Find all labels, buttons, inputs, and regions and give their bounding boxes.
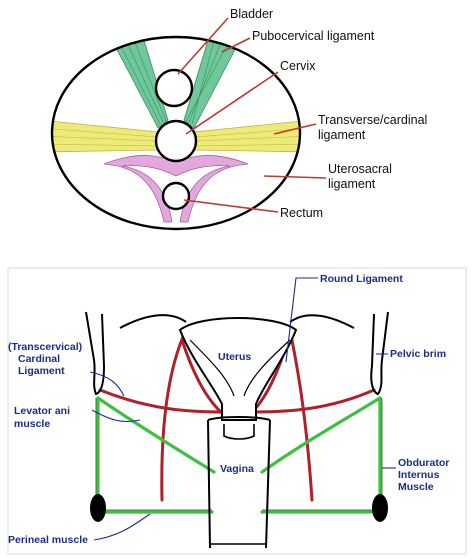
pelvic-floor-cross-section: Bladder Pubocervical ligament Cervix Tra… (50, 7, 427, 231)
levator-ani-label-line2: muscle (14, 418, 50, 430)
round-ligament-label: Round Ligament (320, 273, 403, 285)
uterine-cavity (189, 339, 291, 397)
rectum-label: Rectum (280, 206, 323, 220)
cervix-shape (223, 424, 255, 440)
vagina-walls (207, 416, 271, 549)
left-perineal-body (90, 494, 106, 522)
uterosacral-label-line2: ligament (328, 177, 376, 191)
perineal-muscle-label: Perineal muscle (8, 534, 88, 546)
bottom-leader-lines (89, 277, 396, 541)
vagina-label: Vagina (220, 463, 254, 475)
pelvic-support-diagram: Round Ligament (Transcervical) Cardinal … (7, 267, 467, 555)
obdurator-label-line1: Obdurator (398, 457, 449, 469)
cervix-label: Cervix (280, 59, 316, 73)
muscle-outlines (95, 398, 383, 511)
bladder-circle (154, 68, 194, 108)
pelvic-brim-label: Pelvic brim (390, 348, 446, 360)
transcervical-label-line2: Cardinal (18, 353, 60, 365)
transverse-label-line2: ligament (318, 128, 366, 142)
obdurator-label-line3: Muscle (398, 481, 434, 493)
top-leader-lines (177, 17, 327, 213)
bladder-label: Bladder (230, 7, 273, 21)
diagram-frame (7, 267, 467, 555)
pelvic-outline (50, 35, 302, 231)
cervix-circle (154, 119, 198, 163)
rectum-circle (161, 181, 191, 211)
right-perineal-body (372, 494, 388, 522)
uterosacral-label-line1: Uterosacral (328, 162, 392, 176)
uterus-shape (178, 317, 298, 421)
obdurator-label-line2: Internus (398, 469, 440, 481)
pubocervical-ligament (111, 39, 241, 129)
green-muscles (96, 396, 382, 514)
transcervical-label-line1: (Transcervical) (8, 341, 82, 353)
transcervical-label-line3: Ligament (18, 365, 65, 377)
transverse-label-line1: Transverse/cardinal (318, 113, 427, 127)
uterus-label: Uterus (218, 351, 251, 363)
pubocervical-label: Pubocervical ligament (252, 29, 375, 43)
pelvic-sidewalls (85, 311, 389, 396)
levator-ani-label-line1: Levator ani (14, 405, 70, 417)
